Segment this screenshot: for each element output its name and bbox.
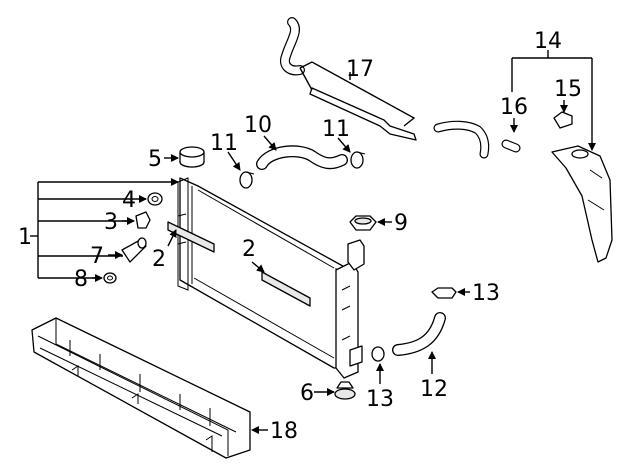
overflow-hose-part <box>280 17 417 141</box>
callout-8: 8 <box>74 267 88 292</box>
reservoir-cap-part <box>553 111 573 129</box>
callout-18: 18 <box>270 419 298 444</box>
callout-11: 11 <box>322 117 350 142</box>
grommet-lower-part <box>103 272 117 284</box>
callout-12: 12 <box>420 377 448 402</box>
air-deflector-part <box>31 317 251 459</box>
seal-strip-part <box>167 221 311 307</box>
callout-9: 9 <box>394 211 408 236</box>
clamp-13-part <box>431 287 457 299</box>
lower-hose-part <box>392 312 446 356</box>
reservoir-tank-part <box>551 145 613 263</box>
mount-rubber-part <box>334 381 356 400</box>
callout-17: 17 <box>346 57 374 82</box>
grommet-part <box>147 192 163 206</box>
hose-clamp-part-2 <box>350 151 366 169</box>
callout-7: 7 <box>90 244 104 269</box>
callout-13: 13 <box>366 387 394 412</box>
callout-10: 10 <box>244 113 272 138</box>
hose-clamp-part <box>239 171 255 189</box>
callout-2: 2 <box>152 247 166 272</box>
mount-cap-part <box>179 146 205 168</box>
drain-cock-part <box>121 237 147 263</box>
callout-3: 3 <box>104 210 118 235</box>
callout-5: 5 <box>148 147 162 172</box>
leader-lines <box>30 50 596 434</box>
callout-15: 15 <box>554 77 582 102</box>
upper-hose-part <box>256 145 348 170</box>
drain-plug-part <box>135 211 151 229</box>
callout-4: 4 <box>122 188 136 213</box>
radiator-cap-part <box>349 215 377 231</box>
callout-6: 6 <box>300 381 314 406</box>
callout-16: 16 <box>500 95 528 120</box>
callout-11: 11 <box>210 131 238 156</box>
callout-1: 1 <box>18 225 32 250</box>
callout-2: 2 <box>242 237 256 262</box>
callout-14: 14 <box>534 29 562 54</box>
reservoir-hose-part <box>433 120 521 159</box>
callout-13: 13 <box>472 281 500 306</box>
clamp-13-part-2 <box>371 346 385 362</box>
